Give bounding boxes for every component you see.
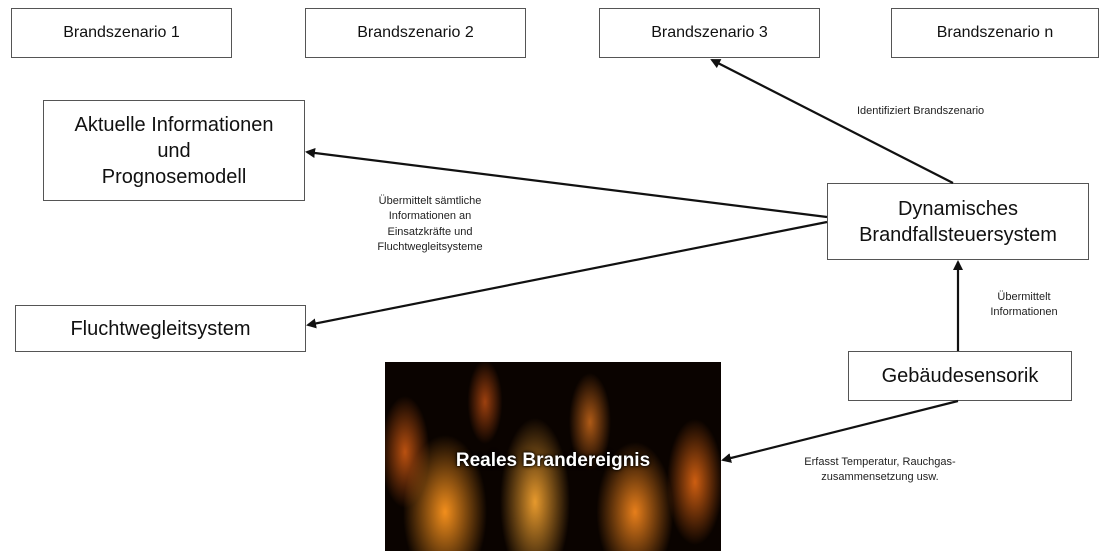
fire-event-image: Reales Brandereignis (385, 362, 721, 551)
arrow-to-scenario-3 (710, 59, 954, 184)
arrow-to-current-info (305, 148, 828, 219)
captures-data-label: Erfasst Temperatur, Rauchgas- zusammense… (804, 456, 956, 484)
building-sensors-box: Gebäudesensorik (848, 351, 1072, 401)
current-info-line-3: Prognosemodell (101, 165, 247, 188)
dynamic-fire-control-line-1: Dynamisches (897, 197, 1019, 220)
scenario-2-box: Brandszenario 2 (305, 8, 526, 58)
scenario-n-label: Brandszenario n (936, 24, 1054, 41)
transmits-all-label: Übermittelt sämtliche Informationen an E… (377, 195, 483, 254)
transmits-info-label: Übermittelt Informationen (990, 291, 1058, 319)
escape-route-system-label: Fluchtwegleitsystem (70, 317, 251, 340)
dynamic-fire-control-box: Dynamisches Brandfallsteuersystem (827, 183, 1089, 260)
arrow-sensors-to-fire (721, 399, 959, 463)
current-info-box: Aktuelle Informationen und Prognosemodel… (43, 100, 305, 201)
scenario-2-label: Brandszenario 2 (357, 24, 474, 41)
dynamic-fire-control-line-2: Brandfallsteuersystem (859, 223, 1057, 246)
scenario-3-box: Brandszenario 3 (599, 8, 820, 58)
fire-event-label: Reales Brandereignis (455, 450, 651, 471)
scenario-1-label: Brandszenario 1 (63, 24, 180, 41)
escape-route-system-box: Fluchtwegleitsystem (15, 305, 306, 352)
current-info-line-2: und (157, 139, 191, 162)
building-sensors-label: Gebäudesensorik (881, 365, 1039, 387)
scenario-3-label: Brandszenario 3 (651, 24, 768, 41)
arrow-to-escape-route (306, 220, 828, 329)
scenario-n-box: Brandszenario n (891, 8, 1099, 58)
scenario-1-box: Brandszenario 1 (11, 8, 232, 58)
identifies-scenario-label: Identifiziert Brandszenario (857, 105, 985, 117)
current-info-line-1: Aktuelle Informationen (74, 113, 274, 136)
